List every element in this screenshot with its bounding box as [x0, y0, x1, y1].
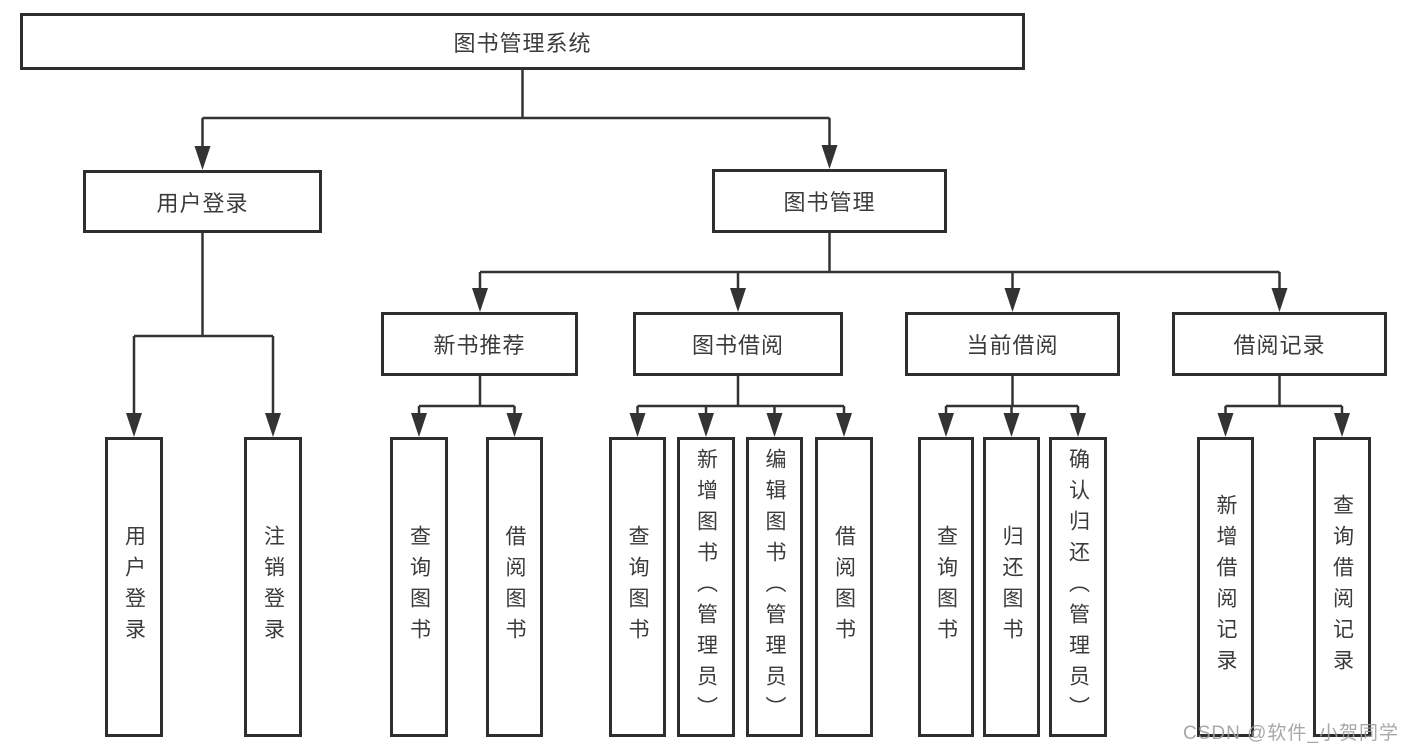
leaf-query-books-2-label: 查询图书 [626, 525, 649, 649]
node-borrow-records: 借阅记录 [1172, 312, 1387, 376]
arrowheads [126, 145, 1350, 437]
leaf-confirm-return-admin-label: 确认归还（管理员） [1066, 447, 1090, 727]
node-current-borrow-label: 当前借阅 [966, 333, 1059, 358]
leaf-add-borrow-record: 新增借阅记录 [1197, 437, 1254, 737]
leaf-query-books-3: 查询图书 [918, 437, 974, 737]
node-borrow-records-label: 借阅记录 [1233, 333, 1326, 358]
leaf-logout: 注销登录 [244, 437, 302, 737]
leaf-query-books-1: 查询图书 [390, 437, 448, 737]
leaf-borrow-books-2: 借阅图书 [815, 437, 873, 737]
leaf-logout-label: 注销登录 [261, 525, 285, 649]
node-root-label: 图书管理系统 [453, 30, 592, 56]
leaf-edit-book-admin: 编辑图书（管理员） [746, 437, 803, 737]
node-new-book-rec: 新书推荐 [381, 312, 578, 376]
leaf-user-login-label: 用户登录 [122, 525, 146, 649]
node-book-borrow: 图书借阅 [633, 312, 843, 376]
leaf-add-borrow-record-label: 新增借阅记录 [1214, 494, 1237, 680]
leaf-query-books-2: 查询图书 [609, 437, 666, 737]
node-current-borrow: 当前借阅 [905, 312, 1120, 376]
leaf-query-borrow-record-label: 查询借阅记录 [1330, 494, 1354, 680]
node-root: 图书管理系统 [20, 13, 1025, 70]
node-user-login-label: 用户登录 [156, 190, 249, 216]
leaf-add-book-admin: 新增图书（管理员） [677, 437, 735, 737]
node-new-book-rec-label: 新书推荐 [433, 333, 526, 358]
node-book-borrow-label: 图书借阅 [691, 333, 784, 358]
leaf-borrow-books-1-label: 借阅图书 [503, 525, 526, 649]
node-user-login: 用户登录 [83, 170, 322, 233]
leaf-query-borrow-record: 查询借阅记录 [1313, 437, 1371, 737]
leaf-user-login: 用户登录 [105, 437, 163, 737]
csdn-watermark: CSDN @软件_小贺同学 [1183, 723, 1399, 744]
leaf-return-book-label: 归还图书 [1000, 525, 1023, 649]
leaf-borrow-books-2-label: 借阅图书 [832, 525, 856, 649]
leaf-edit-book-admin-label: 编辑图书（管理员） [763, 447, 786, 727]
leaf-borrow-books-1: 借阅图书 [486, 437, 543, 737]
leaf-add-book-admin-label: 新增图书（管理员） [694, 447, 718, 727]
leaf-return-book: 归还图书 [983, 437, 1040, 737]
node-book-mgmt: 图书管理 [712, 169, 947, 233]
leaf-query-books-1-label: 查询图书 [407, 525, 431, 649]
node-book-mgmt-label: 图书管理 [783, 190, 876, 215]
leaf-query-books-3-label: 查询图书 [934, 525, 958, 649]
leaf-confirm-return-admin: 确认归还（管理员） [1049, 437, 1107, 737]
tree-edges [132, 70, 1344, 416]
